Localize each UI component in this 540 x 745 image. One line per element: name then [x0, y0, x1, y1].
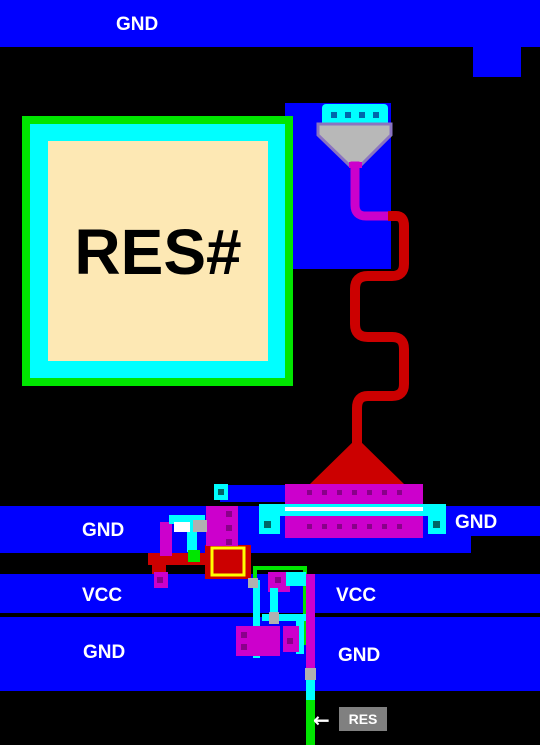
- diff-left-hook: [160, 522, 172, 556]
- rail-labels: GND GND GND VCC VCC GND GND: [82, 14, 497, 666]
- gate-left-cap: [259, 504, 280, 534]
- magenta-link-trace: [350, 161, 397, 221]
- magenta-res-trace: [306, 574, 315, 674]
- cyan-right-leg: [296, 614, 304, 654]
- grey-marker: [193, 520, 207, 532]
- white-marker: [174, 522, 190, 532]
- vcc-label-right: VCC: [336, 585, 376, 606]
- input-logic-cluster: [148, 506, 307, 658]
- diffusion-contacts-lower: [307, 524, 402, 529]
- pad-label: RES#: [74, 216, 241, 288]
- top-gnd-rail: [0, 0, 540, 47]
- strap-contact-dot: [218, 489, 224, 495]
- yellow-outline: [210, 546, 246, 577]
- res-pin-tag: ← RES: [313, 707, 387, 732]
- mid-gnd-label-right: GND: [455, 512, 497, 533]
- funnel-contact-dot-1: [331, 112, 337, 118]
- gate-right-cap: [428, 504, 446, 534]
- gate-white-line: [285, 507, 423, 511]
- pad-contact-funnel: [316, 104, 397, 221]
- top-gnd-label: GND: [116, 14, 158, 35]
- cyan-vertical-b: [270, 588, 278, 624]
- grey-via-2: [269, 612, 279, 624]
- mid-gnd-label-left: GND: [82, 520, 124, 541]
- funnel-contact-cyan: [322, 104, 388, 128]
- grey-res-via: [305, 668, 316, 680]
- res-label: RES: [349, 711, 378, 727]
- cyan-horizontal: [286, 572, 306, 586]
- green-diff-square: [188, 550, 200, 562]
- diff-bottom-left: [236, 626, 280, 656]
- res-label-box: [339, 707, 387, 731]
- bottom-gnd-label-right: GND: [338, 645, 380, 666]
- logic-contacts: [157, 511, 293, 650]
- cyan-res-trace: [306, 680, 315, 702]
- transistor-metal-strap: [220, 485, 290, 502]
- diffusion-contacts-upper: [307, 490, 402, 495]
- cyan-bridge: [262, 614, 306, 621]
- funnel-contact-dot-2: [345, 112, 351, 118]
- cyan-bracket-top: [169, 515, 205, 524]
- funnel-contact-dot-3: [359, 112, 365, 118]
- bond-pad: RES#: [22, 116, 293, 386]
- gate-left-contact: [264, 521, 271, 528]
- mid-gnd-rail-right: [428, 506, 540, 536]
- vcc-label-left: VCC: [82, 585, 122, 606]
- res-input-wire: [305, 574, 316, 745]
- serpentine-trace: [350, 211, 409, 445]
- poly-fan-out: [310, 438, 404, 484]
- diff-left-column: [206, 506, 238, 546]
- poly-serpentine-resistor: [310, 211, 409, 484]
- gate-right-contact: [433, 521, 440, 528]
- cyan-vertical-a: [253, 580, 260, 658]
- cyan-bracket-down: [187, 522, 197, 552]
- funnel-contact-dot-4: [373, 112, 379, 118]
- pad-opening: [48, 141, 268, 361]
- grey-via-1: [248, 578, 258, 588]
- poly-drop: [152, 560, 166, 574]
- protection-transistor: [214, 484, 446, 538]
- green-res-trace: [306, 700, 315, 745]
- top-gnd-tab: [473, 47, 521, 77]
- bottom-gnd-label-left: GND: [83, 642, 125, 663]
- res-arrow-icon: ←: [313, 708, 330, 732]
